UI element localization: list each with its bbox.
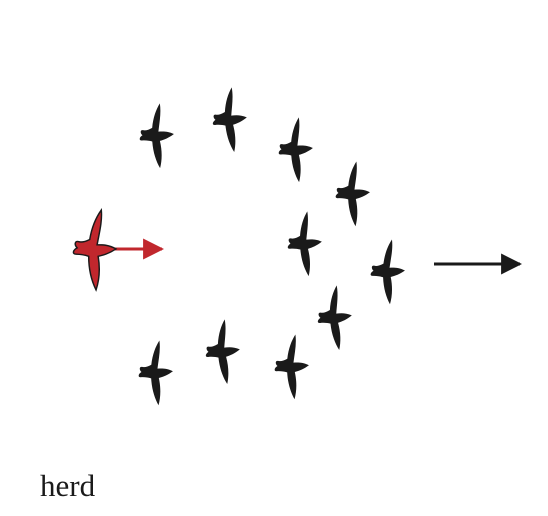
prey-bird-icon [276, 116, 316, 184]
prey-bird-icon [272, 333, 311, 401]
prey-bird-icon [136, 339, 175, 407]
diagram-caption: herd [40, 468, 96, 503]
predator-bird [72, 209, 165, 291]
prey-bird-icon [369, 239, 407, 305]
predator-bird-icon [72, 209, 117, 291]
prey-bird-icon [333, 160, 372, 228]
prey-bird-icon [137, 102, 177, 170]
prey-bird-icon [202, 318, 244, 386]
prey-bird-icon [209, 86, 251, 154]
prey-bird-icon [314, 284, 356, 352]
prey-herd [136, 86, 407, 407]
prey-bird-icon [284, 210, 325, 278]
